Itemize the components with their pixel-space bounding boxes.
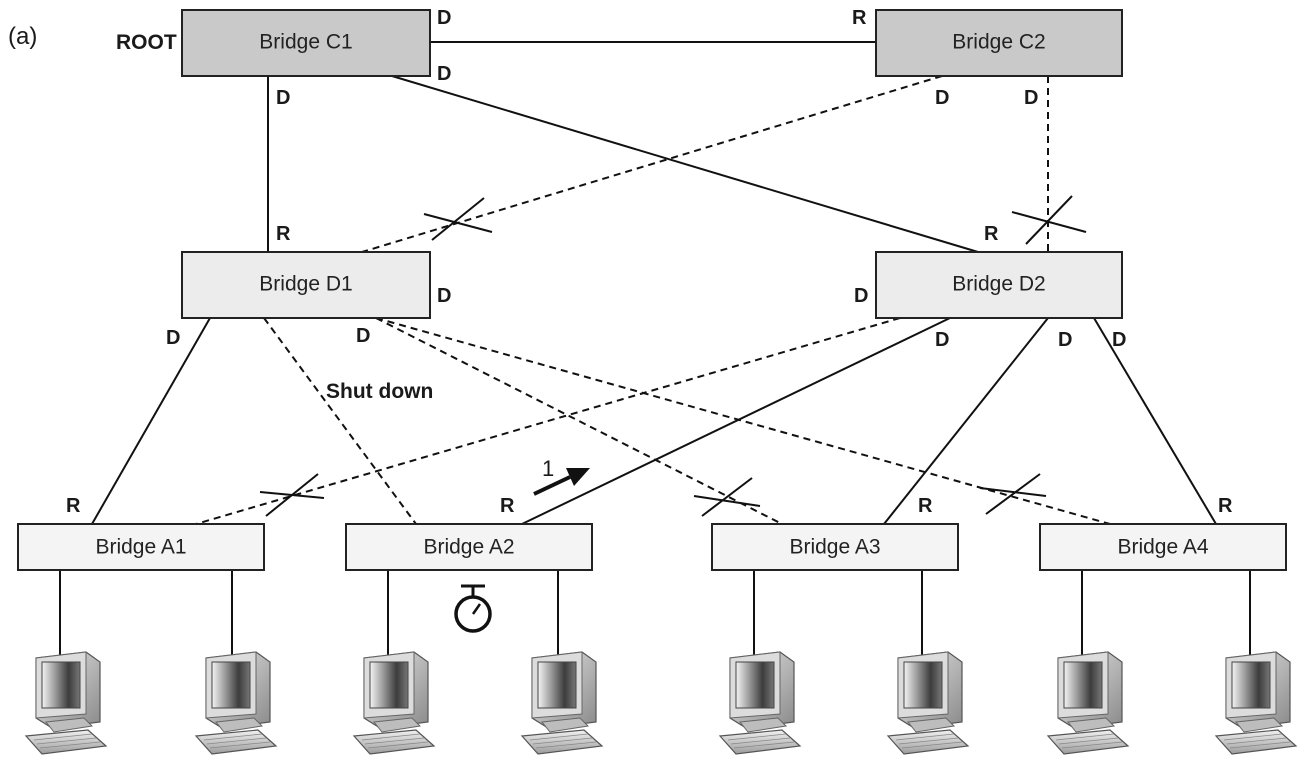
link-d2-a4	[1093, 317, 1217, 525]
figure-label: (a)	[8, 23, 37, 50]
computer-icon	[195, 651, 277, 755]
port-label-designated: D	[356, 325, 370, 347]
bridge-c1: Bridge C1	[181, 9, 431, 77]
links-layer	[59, 41, 1251, 662]
port-labels: D R D D D D R R D D D D D D D R R R R	[66, 7, 1233, 517]
computer-icon	[353, 651, 435, 755]
bridge-c1-label: Bridge C1	[259, 31, 352, 54]
stopwatch-icon	[454, 584, 492, 633]
port-label-designated: D	[1112, 329, 1126, 351]
arrow-number-label: 1	[542, 456, 554, 481]
block-mark-d2-a1	[265, 473, 319, 517]
computer-icon	[887, 651, 969, 755]
port-label-designated: D	[935, 87, 949, 109]
computer-icon	[1215, 651, 1297, 755]
block-mark-d1-a4	[979, 487, 1047, 497]
port-label-designated: D	[437, 7, 451, 29]
port-label-designated: D	[854, 285, 868, 307]
port-label-designated: D	[1024, 87, 1038, 109]
computer-icon	[521, 651, 603, 755]
block-mark-d1-a4	[985, 473, 1041, 515]
link-d2-a1	[195, 317, 901, 525]
port-label-designated: D	[437, 63, 451, 85]
computer-icon	[25, 651, 107, 755]
port-label-root: R	[276, 223, 291, 245]
transition-arrow: 1	[533, 456, 590, 496]
hosts	[25, 651, 1297, 755]
block-mark-c2-d2	[1011, 211, 1087, 233]
bridge-a2: Bridge A2	[345, 523, 593, 571]
port-label-root: R	[500, 495, 515, 517]
link-c1-d2	[391, 75, 979, 253]
arrow-shaft	[533, 475, 571, 496]
port-label-designated: D	[1058, 329, 1072, 351]
bridge-c2: Bridge C2	[875, 9, 1123, 77]
link-d1-a4	[375, 317, 1111, 525]
bridge-c2-label: Bridge C2	[952, 31, 1045, 54]
port-label-root: R	[1218, 495, 1233, 517]
bridge-a2-label: Bridge A2	[423, 536, 514, 559]
computer-icon	[719, 651, 801, 755]
block-mark-c2-d1	[423, 213, 493, 233]
bridge-d1: Bridge D1	[181, 251, 431, 319]
root-label: ROOT	[116, 31, 177, 54]
link-d2-a2	[521, 317, 951, 525]
block-mark-c2-d2	[1025, 195, 1073, 245]
port-label-root: R	[918, 495, 933, 517]
port-label-designated: D	[276, 87, 290, 109]
port-label-root: R	[66, 495, 81, 517]
block-mark-d1-a3	[701, 477, 753, 517]
arrow-head-icon	[566, 468, 590, 486]
link-d1-a3	[375, 317, 783, 525]
link-d2-a3	[883, 317, 1049, 525]
port-label-root: R	[984, 223, 999, 245]
bridge-a1: Bridge A1	[17, 523, 265, 571]
bridge-d2: Bridge D2	[875, 251, 1123, 319]
bridge-a3-label: Bridge A3	[789, 536, 880, 559]
shutdown-label: Shut down	[326, 380, 433, 403]
port-label-designated: D	[166, 327, 180, 349]
block-mark-d1-a3	[693, 495, 761, 507]
bridge-a1-label: Bridge A1	[95, 536, 186, 559]
bridge-a4-label: Bridge A4	[1117, 536, 1208, 559]
link-d1-a1	[91, 317, 211, 525]
computer-icon	[1047, 651, 1129, 755]
bridge-d1-label: Bridge D1	[259, 273, 352, 296]
bridge-d2-label: Bridge D2	[952, 273, 1045, 296]
port-label-designated: D	[437, 285, 451, 307]
bridge-a4: Bridge A4	[1039, 523, 1287, 571]
link-d1-a2	[263, 317, 417, 525]
block-mark-c2-d1	[431, 197, 485, 241]
bridge-a3: Bridge A3	[711, 523, 959, 571]
port-label-root: R	[852, 7, 867, 29]
port-label-designated: D	[935, 329, 949, 351]
